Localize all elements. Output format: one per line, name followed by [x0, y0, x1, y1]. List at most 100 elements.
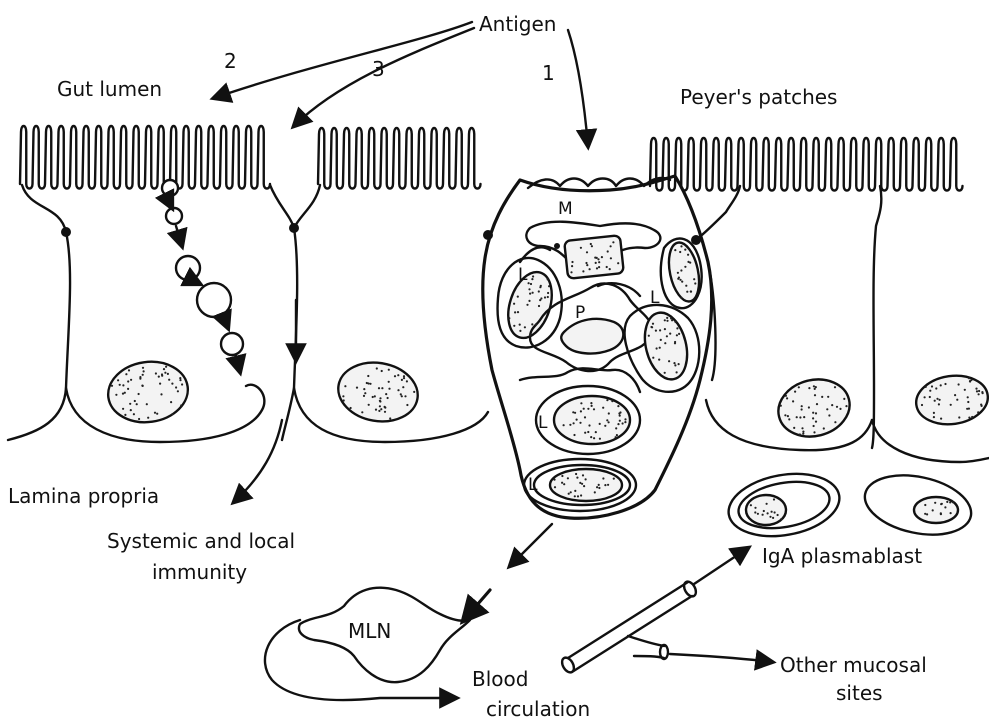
stipple-dot — [141, 385, 143, 387]
stipple-dot — [576, 477, 578, 479]
stipple-dot — [757, 513, 759, 515]
stipple-dot — [611, 400, 613, 402]
stipple-dot — [547, 292, 549, 294]
stipple-dot — [967, 401, 969, 403]
stipple-dot — [540, 285, 542, 287]
follicle-to-mln-arrow — [510, 524, 552, 566]
stipple-dot — [554, 486, 556, 488]
stipple-dot — [622, 422, 624, 424]
mln-label: MLN — [348, 619, 391, 643]
lymphocyte-nucleus — [664, 240, 704, 305]
stipple-dot — [595, 431, 597, 433]
stipple-dot — [615, 436, 617, 438]
to-plasmablast-arrow — [694, 548, 748, 584]
stipple-dot — [589, 268, 591, 270]
stipple-dot — [924, 396, 926, 398]
stipple-dot — [607, 484, 609, 486]
stipple-dot — [180, 404, 182, 406]
stipple-dot — [585, 262, 587, 264]
stipple-dot — [403, 375, 405, 377]
stipple-dot — [677, 272, 679, 274]
stipple-dot — [799, 416, 801, 418]
stipple-dot — [384, 411, 386, 413]
stipple-dot — [666, 335, 668, 337]
stipple-dot — [669, 333, 671, 335]
stipple-dot — [604, 425, 606, 427]
stipple-dot — [828, 414, 830, 416]
stipple-dot — [934, 502, 936, 504]
antigen-label: Antigen — [479, 12, 556, 36]
stipple-dot — [836, 406, 838, 408]
m-cell-letter: M — [558, 199, 573, 219]
stipple-dot — [579, 482, 581, 484]
stipple-dot — [528, 300, 530, 302]
stipple-dot — [619, 420, 621, 422]
stipple-dot — [616, 434, 618, 436]
blood-circulation-label-line2: circulation — [486, 697, 590, 721]
stipple-dot — [803, 416, 805, 418]
stipple-dot — [574, 490, 576, 492]
stipple-dot — [574, 495, 576, 497]
stipple-dot — [573, 422, 575, 424]
stipple-dot — [372, 396, 374, 398]
stipple-dot — [674, 341, 676, 343]
stipple-dot — [678, 333, 680, 335]
stipple-dot — [674, 364, 676, 366]
stipple-dot — [602, 477, 604, 479]
lymphocyte-letter: L — [528, 475, 538, 495]
stipple-dot — [690, 290, 692, 292]
stipple-dot — [544, 296, 546, 298]
m-cell-nucleus — [564, 235, 624, 279]
stipple-dot — [115, 394, 117, 396]
stipple-dot — [548, 285, 550, 287]
stipple-dot — [774, 511, 776, 513]
stipple-dot — [375, 409, 377, 411]
stipple-dot — [508, 317, 510, 319]
stipple-dot — [547, 278, 549, 280]
stipple-dot — [130, 409, 132, 411]
stipple-dot — [815, 421, 817, 423]
stipple-dot — [694, 282, 696, 284]
stipple-dot — [361, 411, 363, 413]
stipple-dot — [528, 282, 530, 284]
stipple-dot — [980, 404, 982, 406]
plasmablast-nucleus — [914, 497, 958, 523]
stipple-dot — [599, 423, 601, 425]
stipple-dot — [374, 395, 376, 397]
stipple-dot — [594, 257, 596, 259]
stipple-dot — [954, 394, 956, 396]
stipple-dot — [686, 291, 688, 293]
stipple-dot — [567, 477, 569, 479]
stipple-dot — [944, 383, 946, 385]
stipple-dot — [950, 512, 952, 514]
stipple-dot — [612, 241, 614, 243]
stipple-dot — [780, 405, 782, 407]
stipple-dot — [378, 410, 380, 412]
stipple-dot — [389, 417, 391, 419]
peyers-patches-label: Peyer's patches — [680, 85, 837, 109]
lymphocyte-letter: L — [538, 413, 548, 433]
stipple-dot — [772, 517, 774, 519]
stipple-dot — [652, 357, 654, 359]
stipple-dot — [155, 372, 157, 374]
systemic-immunity-label-line2: immunity — [152, 560, 247, 584]
stipple-dot — [376, 367, 378, 369]
stipple-dot — [168, 379, 170, 381]
lymphocyte-nucleus — [550, 469, 622, 501]
stipple-dot — [679, 251, 681, 253]
stipple-dot — [388, 388, 390, 390]
stipple-dot — [570, 491, 572, 493]
stipple-dot — [532, 275, 534, 277]
stipple-dot — [369, 383, 371, 385]
lymphocyte-letter: L — [650, 288, 660, 308]
stipple-dot — [617, 423, 619, 425]
stipple-dot — [568, 493, 570, 495]
stipple-dot — [531, 323, 533, 325]
stipple-dot — [935, 387, 937, 389]
stipple-dot — [381, 387, 383, 389]
stipple-dot — [601, 256, 603, 258]
stipple-dot — [598, 484, 600, 486]
microvilli-left — [20, 126, 270, 189]
epithelial-cell-5 — [696, 186, 872, 450]
stipple-dot — [946, 501, 948, 503]
